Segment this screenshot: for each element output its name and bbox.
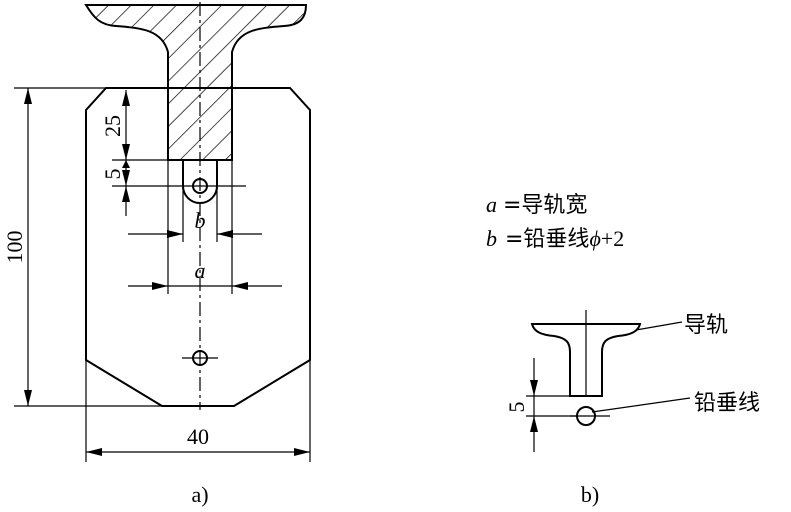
label-plumb-line: 铅垂线 — [694, 391, 760, 416]
dim-25-label: 25 — [100, 115, 125, 137]
dim-a-label: a — [195, 258, 206, 283]
caption-b: b) — [581, 482, 599, 507]
legend-line-1: a=导轨宽 — [486, 192, 587, 218]
dim-100-label: 100 — [2, 231, 27, 264]
legend-line-2: b=铅垂线ϕ+2 — [486, 226, 624, 252]
gauge-body — [85, 87, 311, 407]
rail-head — [84, 4, 308, 89]
dim-b-label: b — [195, 208, 206, 233]
figure-b: 5 导轨 铅垂线 b) — [504, 310, 760, 507]
figure-a: 100 25 5 b — [2, 2, 311, 507]
dim-40: 40 — [85, 360, 311, 462]
caption-a: a) — [191, 482, 208, 507]
rail-stem — [167, 87, 233, 161]
dim-5-label: 5 — [100, 169, 125, 180]
legend: a=导轨宽 b=铅垂线ϕ+2 — [486, 192, 624, 252]
dim-b: b — [128, 186, 262, 242]
dim-b-5: 5 — [504, 358, 577, 452]
rail-profile — [530, 323, 642, 397]
dim-100: 100 — [2, 87, 162, 407]
dim-a: a — [128, 160, 282, 294]
dim-b-5-label: 5 — [504, 402, 529, 413]
label-rail: 导轨 — [684, 313, 728, 338]
dim-25-5: 25 5 — [100, 90, 246, 216]
dim-40-label: 40 — [187, 424, 209, 449]
